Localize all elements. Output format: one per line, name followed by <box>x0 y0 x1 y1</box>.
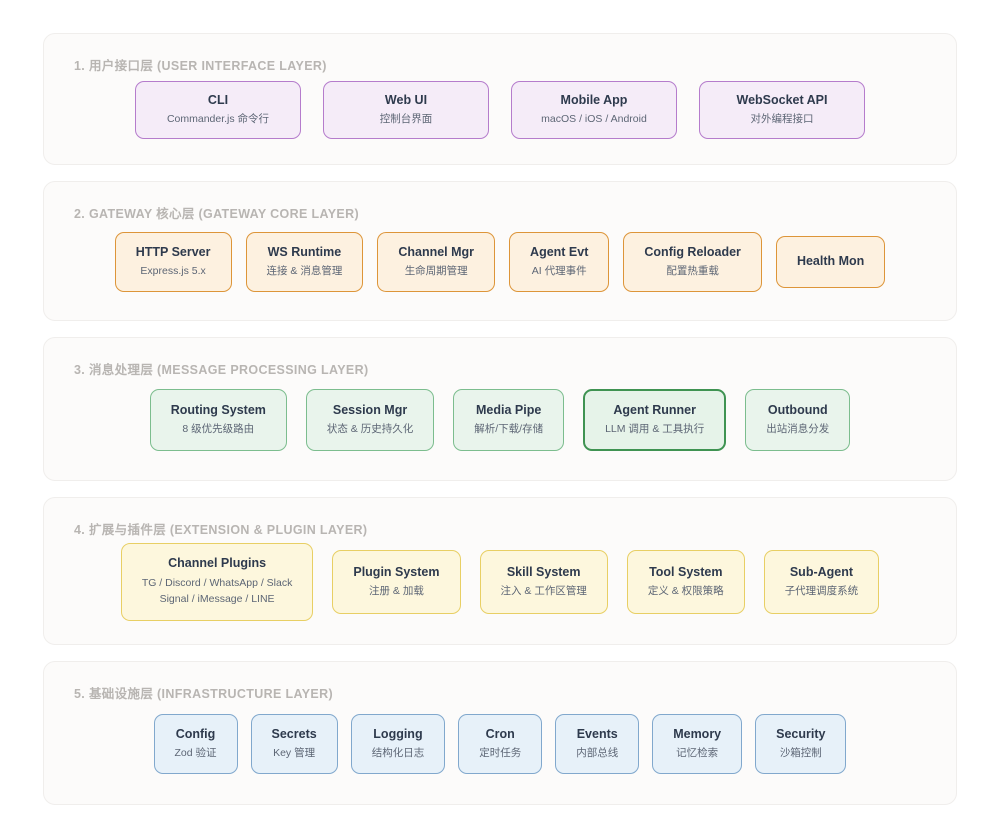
node-title: HTTP Server <box>135 244 211 259</box>
node-box[interactable]: Mobile App macOS / iOS / Android <box>511 80 677 140</box>
node-title: Config <box>175 726 216 741</box>
node-subtitle: 注入 & 工作区管理 <box>500 585 587 598</box>
node-box[interactable]: Channel Plugins TG / Discord / WhatsApp /… <box>120 543 314 621</box>
node-box[interactable]: Config Reloader 配置热重载 <box>623 231 762 293</box>
layer-panel-gateway-core-layer: 2. GATEWAY 核心层 (GATEWAY CORE LAYER) HTTP … <box>43 181 957 321</box>
node-subtitle: 结构化日志 <box>371 747 425 760</box>
layer-panel-extension-plugin-layer: 4. 扩展与插件层 (EXTENSION & PLUGIN LAYER) Chan… <box>43 497 957 645</box>
node-title: Mobile App <box>560 92 628 107</box>
node-subtitle: 8 级优先级路由 <box>182 423 255 436</box>
node-subtitle: Commander.js 命令行 <box>166 113 270 126</box>
node-box[interactable]: WS Runtime 连接 & 消息管理 <box>245 231 364 293</box>
node-subtitle: 记忆检索 <box>676 747 719 760</box>
node-title: Channel Mgr <box>398 244 475 259</box>
node-title: Tool System <box>649 564 723 579</box>
node-box[interactable]: Routing System 8 级优先级路由 <box>149 389 287 451</box>
node-title: Outbound <box>767 402 828 417</box>
node-box[interactable]: CLI Commander.js 命令行 <box>135 80 301 140</box>
node-box[interactable]: Web UI 控制台界面 <box>323 80 489 140</box>
node-title: Secrets <box>271 726 317 741</box>
node-box[interactable]: Sub-Agent 子代理调度系统 <box>763 550 880 614</box>
node-subtitle: Key 管理 <box>273 747 316 760</box>
node-box[interactable]: WebSocket API 对外编程接口 <box>699 80 865 140</box>
node-title: Agent Evt <box>530 244 589 259</box>
node-subtitle: 解析/下载/存储 <box>474 423 544 436</box>
node-title: Logging <box>373 726 423 741</box>
node-box[interactable]: Channel Mgr 生命周期管理 <box>377 231 496 293</box>
node-subtitle: LLM 调用 & 工具执行 <box>605 423 705 436</box>
node-title: Routing System <box>170 402 266 417</box>
node-subtitle: AI 代理事件 <box>531 265 587 278</box>
node-subtitle: 控制台界面 <box>379 113 433 126</box>
node-subtitle: 生命周期管理 <box>404 265 468 278</box>
node-box[interactable]: Memory 记忆检索 <box>652 713 743 775</box>
node-title: Plugin System <box>353 564 440 579</box>
node-subtitle: 子代理调度系统 <box>784 585 859 598</box>
node-box[interactable]: Events 内部总线 <box>555 713 640 775</box>
node-row: Routing System 8 级优先级路由 Session Mgr 状态 & 历史… <box>64 380 936 460</box>
node-title: Config Reloader <box>644 244 741 259</box>
node-title: Events <box>576 726 618 741</box>
node-subtitle: 出站消息分发 <box>766 423 830 436</box>
node-box[interactable]: Logging 结构化日志 <box>350 713 446 775</box>
node-title: Web UI <box>384 92 428 107</box>
node-box[interactable]: Agent Evt AI 代理事件 <box>509 231 610 293</box>
node-box[interactable]: Outbound 出站消息分发 <box>745 389 851 451</box>
node-subtitle: TG / Discord / WhatsApp / Slack <box>141 577 293 590</box>
layer-title: 5. 基础设施层 (INFRASTRUCTURE LAYER) <box>74 687 334 701</box>
node-title: CLI <box>207 92 229 107</box>
node-subtitle: 注册 & 加载 <box>369 585 424 598</box>
node-box[interactable]: Security 沙箱控制 <box>755 713 847 775</box>
node-subtitle: Zod 验证 <box>174 747 217 760</box>
node-box[interactable]: Skill System 注入 & 工作区管理 <box>479 550 608 614</box>
node-title: Channel Plugins <box>168 556 267 571</box>
layer-title: 3. 消息处理层 (MESSAGE PROCESSING LAYER) <box>74 363 369 377</box>
node-title: WS Runtime <box>267 244 342 259</box>
node-title: Health Mon <box>796 254 865 269</box>
node-title: Sub-Agent <box>789 564 854 579</box>
node-subtitle: macOS / iOS / Android <box>541 113 647 126</box>
node-box[interactable]: Session Mgr 状态 & 历史持久化 <box>305 389 435 451</box>
node-row: CLI Commander.js 命令行 Web UI 控制台界面 Mobile App… <box>64 76 936 144</box>
node-title: Memory <box>673 726 722 741</box>
node-title: Media Pipe <box>476 402 542 417</box>
node-box[interactable]: Tool System 定义 & 权限策略 <box>626 550 745 614</box>
node-title: Security <box>776 726 826 741</box>
node-subtitle: 状态 & 历史持久化 <box>326 423 414 436</box>
node-title: Cron <box>485 726 515 741</box>
node-box[interactable]: Health Mon <box>775 236 886 288</box>
node-subtitle: 连接 & 消息管理 <box>266 265 343 278</box>
node-box[interactable]: Cron 定时任务 <box>458 713 543 775</box>
node-title: Session Mgr <box>332 402 408 417</box>
layer-title: 1. 用户接口层 (USER INTERFACE LAYER) <box>74 59 327 73</box>
node-box[interactable]: Plugin System 注册 & 加载 <box>332 550 461 614</box>
node-title: Skill System <box>506 564 581 579</box>
layer-panel-user-interface-layer: 1. 用户接口层 (USER INTERFACE LAYER) CLI Comman… <box>43 33 957 165</box>
node-title: WebSocket API <box>736 92 828 107</box>
node-box[interactable]: Media Pipe 解析/下载/存储 <box>453 389 565 451</box>
layer-title: 4. 扩展与插件层 (EXTENSION & PLUGIN LAYER) <box>74 523 368 537</box>
node-subtitle: 沙箱控制 <box>779 747 822 760</box>
node-subtitle: Express.js 5.x <box>140 265 206 278</box>
node-subtitle: 内部总线 <box>576 747 619 760</box>
node-subtitle: 对外编程接口 <box>750 113 814 126</box>
node-subtitle-line2: Signal / iMessage / LINE <box>159 593 275 606</box>
node-row: Channel Plugins TG / Discord / WhatsApp /… <box>64 540 936 624</box>
node-subtitle: 定时任务 <box>479 747 522 760</box>
layer-panel-message-processing-layer: 3. 消息处理层 (MESSAGE PROCESSING LAYER) Routi… <box>43 337 957 481</box>
node-title: Agent Runner <box>613 402 696 417</box>
layer-title: 2. GATEWAY 核心层 (GATEWAY CORE LAYER) <box>74 207 359 221</box>
node-subtitle: 配置热重载 <box>666 265 719 278</box>
node-subtitle: 定义 & 权限策略 <box>647 585 724 598</box>
